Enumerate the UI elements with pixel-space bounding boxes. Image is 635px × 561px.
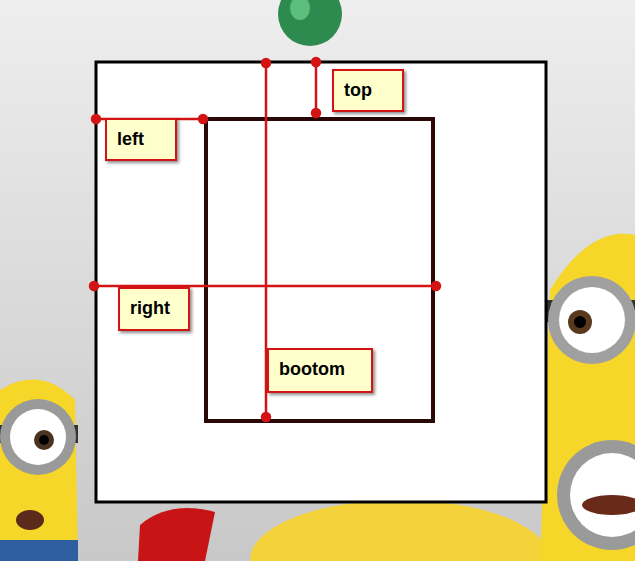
dot (199, 115, 207, 123)
second-eye (570, 453, 635, 537)
pupil (34, 430, 54, 450)
label-text: bootom (279, 358, 345, 380)
dot (262, 413, 270, 421)
pupil (568, 310, 592, 334)
label-text: left (117, 128, 144, 150)
callout-label: left (105, 118, 177, 161)
dot (312, 58, 320, 66)
dot (312, 109, 320, 117)
goggle-rim (548, 276, 635, 364)
callout-label: top (332, 69, 404, 112)
eye (559, 287, 625, 353)
mouth (16, 510, 44, 530)
dot (432, 282, 440, 290)
pupil-center (39, 435, 49, 445)
green-balloon (278, 0, 342, 46)
yellow-blur (250, 500, 550, 561)
dot (262, 59, 270, 67)
eye (10, 409, 66, 465)
mouth (582, 495, 635, 515)
left-minion-body (0, 380, 78, 561)
goggle-rim (0, 399, 76, 475)
callout-label: bootom (267, 348, 373, 393)
inner-box (206, 119, 433, 421)
dot (90, 282, 98, 290)
top-line (315, 62, 318, 113)
red-object (138, 508, 215, 561)
dot (92, 115, 100, 123)
balloon-shine (290, 0, 310, 20)
label-text: top (344, 79, 372, 101)
label-text: right (130, 297, 170, 319)
pupil-center (574, 316, 586, 328)
measure-lines (90, 58, 440, 421)
second-goggle-rim (557, 440, 635, 550)
overalls (0, 540, 78, 561)
callout-label: right (118, 287, 190, 331)
white-panel (96, 62, 546, 502)
